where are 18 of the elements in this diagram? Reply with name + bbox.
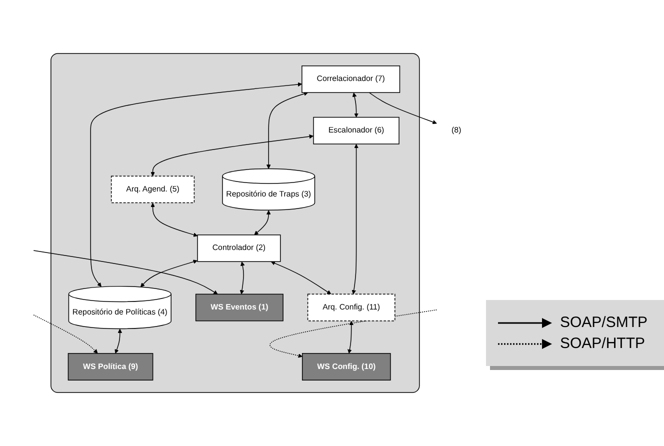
arrow <box>266 92 308 169</box>
arrow <box>352 144 358 294</box>
arrow <box>254 210 271 236</box>
arrow <box>150 202 198 237</box>
arrow <box>33 314 98 354</box>
arrow <box>270 261 332 294</box>
arrow <box>90 82 302 287</box>
arrow <box>33 250 218 294</box>
arrow <box>114 328 122 354</box>
legend-label: SOAP/SMTP <box>560 314 648 331</box>
arrow <box>352 92 358 118</box>
arrow <box>348 320 354 354</box>
legend-label: SOAP/HTTP <box>560 335 646 352</box>
arrow <box>240 262 245 294</box>
arrow <box>140 260 198 288</box>
arrow <box>150 134 314 176</box>
arrow <box>368 92 437 124</box>
cluster <box>50 53 420 393</box>
